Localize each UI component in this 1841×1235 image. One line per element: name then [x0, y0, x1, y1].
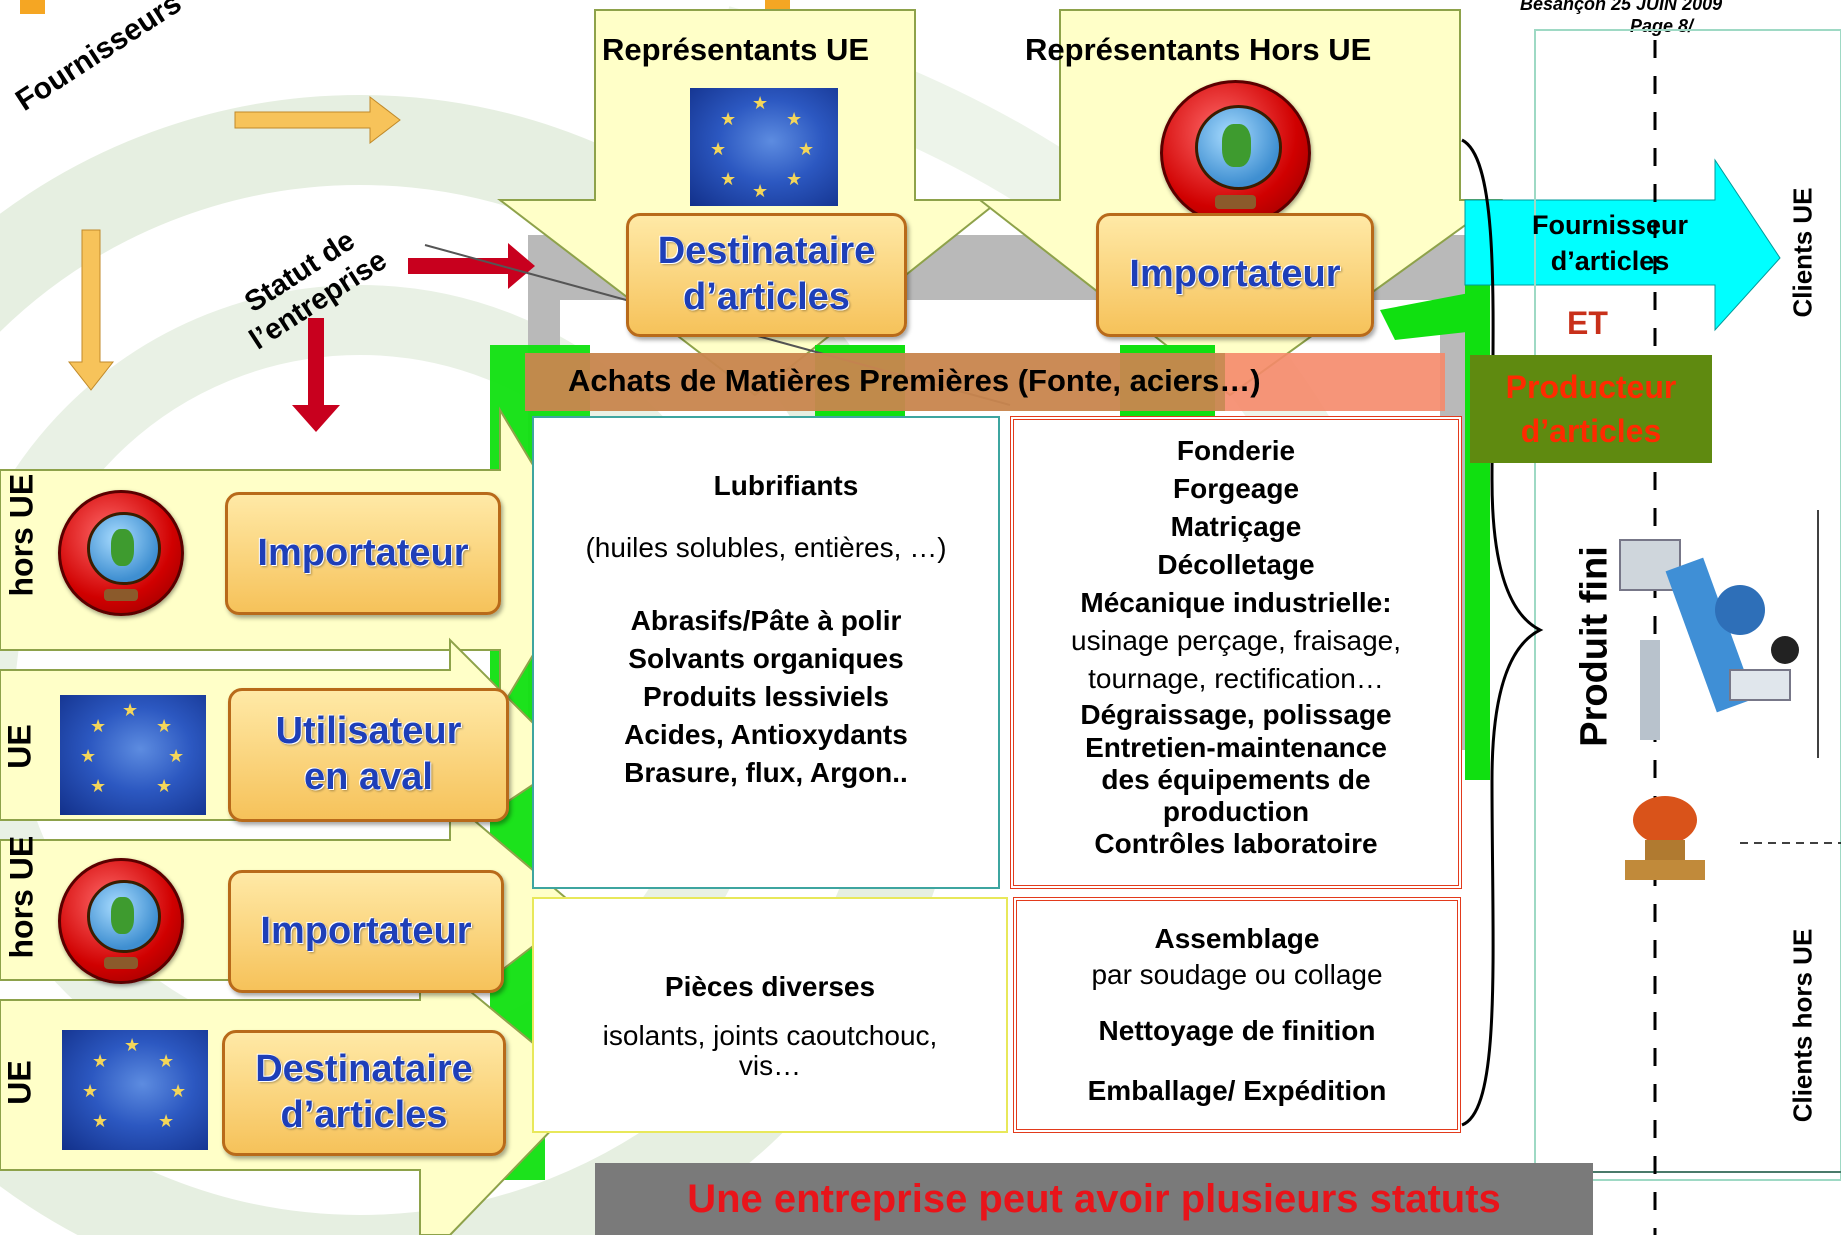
row4-label-line-2: d’articles — [280, 1094, 448, 1136]
orange-arrow-down — [67, 229, 115, 391]
footer-banner: Une entreprise peut avoir plusieurs stat… — [595, 1163, 1593, 1235]
producteur-box: Producteur d’articles — [1470, 355, 1712, 463]
box-lubrifiants: Lubrifiants (huiles solubles, entières, … — [532, 416, 1000, 889]
fonderie-line-4: Décolletage — [1157, 549, 1315, 580]
eu-flag-icon: ★★★ ★★★ ★ — [62, 1030, 208, 1150]
lubrifiants-item-2: Solvants organiques — [628, 643, 904, 674]
valve-image — [1625, 796, 1705, 880]
globe-icon — [1160, 80, 1311, 226]
lubrifiants-item-3: Produits lessiviels — [643, 681, 889, 712]
fonderie-line-9: production — [1162, 796, 1310, 827]
assemblage-item-2: Nettoyage de finition — [1098, 1015, 1376, 1046]
lubrifiants-sub: (huiles solubles, entières, …) — [585, 532, 947, 563]
et-label: ET — [1567, 305, 1608, 341]
importateur-top-label: Importateur — [1129, 253, 1341, 296]
globe-icon — [58, 858, 184, 984]
red-arrow-down — [292, 318, 340, 432]
producteur-line-2: d’articles — [1520, 413, 1662, 449]
industrial-equipment-image — [1619, 539, 1799, 740]
fonderie-line-3: Matriçage — [1170, 511, 1302, 542]
clients-hors-ue-label: Clients hors UE — [1787, 928, 1818, 1123]
fonderie-line-8: des équipements de — [1101, 764, 1371, 795]
importateur-top-button: Importateur — [1096, 213, 1374, 337]
fonderie-normal-2: tournage, rectification… — [1088, 663, 1384, 694]
row2-side-label: UE — [1, 724, 38, 769]
curly-brace — [1461, 138, 1544, 1127]
row3-label: Importateur — [260, 909, 472, 952]
red-arrow-right — [408, 243, 535, 289]
title-fragment-left — [20, 0, 45, 14]
destinataire-top-line-2: d’articles — [683, 276, 850, 318]
fonderie-line-5: Mécanique industrielle: — [1080, 587, 1392, 618]
pieces-title: Pièces diverses — [664, 971, 876, 1002]
lubrifiants-item-5: Brasure, flux, Argon.. — [624, 757, 908, 788]
fonderie-line-2: Forgeage — [1172, 473, 1300, 504]
box-fonderie: Fonderie Forgeage Matriçage Décolletage … — [1010, 416, 1462, 889]
row1-label: Importateur — [257, 531, 469, 574]
footer-text: Une entreprise peut avoir plusieurs stat… — [687, 1177, 1501, 1221]
assemblage-item-3: Emballage/ Expédition — [1087, 1075, 1387, 1106]
green-bar-diagonal — [1380, 290, 1485, 340]
achats-banner-text: Achats de Matières Premières (Fonte, aci… — [568, 363, 1261, 398]
row4-label-line-1: Destinataire — [255, 1048, 473, 1091]
right-panel-frame — [1534, 29, 1841, 1181]
fournisseur-articles-label: Fournisseur d’articles — [1505, 207, 1715, 279]
eu-flag-icon: ★★★ ★★★ ★★ — [690, 88, 838, 206]
destinataire-top-line-1: Destinataire — [657, 230, 876, 273]
row3-importateur-button: Importateur — [228, 870, 504, 993]
box-pieces: Pièces diverses isolants, joints caoutch… — [532, 897, 1008, 1133]
achats-banner-shade — [525, 353, 1225, 411]
fonderie-line-6: Dégraissage, polissage — [1080, 699, 1392, 730]
pieces-sub-1: isolants, joints caoutchouc, — [602, 1020, 938, 1051]
fonderie-line-10: Contrôles laboratoire — [1094, 828, 1378, 859]
pieces-sub-2: vis… — [738, 1050, 802, 1081]
fournisseur-line-2: d’articles — [1550, 246, 1670, 276]
row4-side-label: UE — [1, 1060, 38, 1105]
orange-arrow-right — [234, 95, 401, 145]
header-date: Besançon 25 JUIN 2009 — [1520, 0, 1723, 14]
assemblage-title: Assemblage — [1154, 923, 1320, 954]
rep-ue-title: Représentants UE — [602, 32, 870, 67]
row2-label-line-1: Utilisateur — [275, 710, 462, 753]
lubrifiants-item-1: Abrasifs/Pâte à polir — [630, 605, 902, 636]
rep-hors-ue-title: Représentants Hors UE — [1025, 32, 1372, 67]
fonderie-normal-1: usinage perçage, fraisage, — [1071, 625, 1401, 656]
globe-icon — [58, 490, 184, 616]
row2-label-line-2: en aval — [304, 756, 433, 798]
row1-importateur-button: Importateur — [225, 492, 501, 615]
box-assemblage: Assemblage par soudage ou collage Nettoy… — [1013, 897, 1461, 1133]
producteur-line-1: Producteur — [1505, 369, 1677, 405]
assemblage-sub: par soudage ou collage — [1091, 959, 1383, 990]
fonderie-line-1: Fonderie — [1176, 435, 1296, 466]
row1-side-label: hors UE — [3, 473, 40, 597]
clients-ue-label: Clients UE — [1787, 187, 1818, 318]
row3-side-label: hors UE — [3, 835, 40, 959]
cyan-arrow-fournisseur — [1464, 158, 1781, 332]
eu-flag-icon: ★★★ ★★★ ★ — [60, 695, 206, 815]
lubrifiants-title: Lubrifiants — [713, 470, 859, 501]
fonderie-line-7: Entretien-maintenance — [1085, 732, 1387, 763]
lubrifiants-item-4: Acides, Antioxydants — [624, 719, 908, 750]
fournisseur-line-1: Fournisseur — [1531, 210, 1689, 240]
